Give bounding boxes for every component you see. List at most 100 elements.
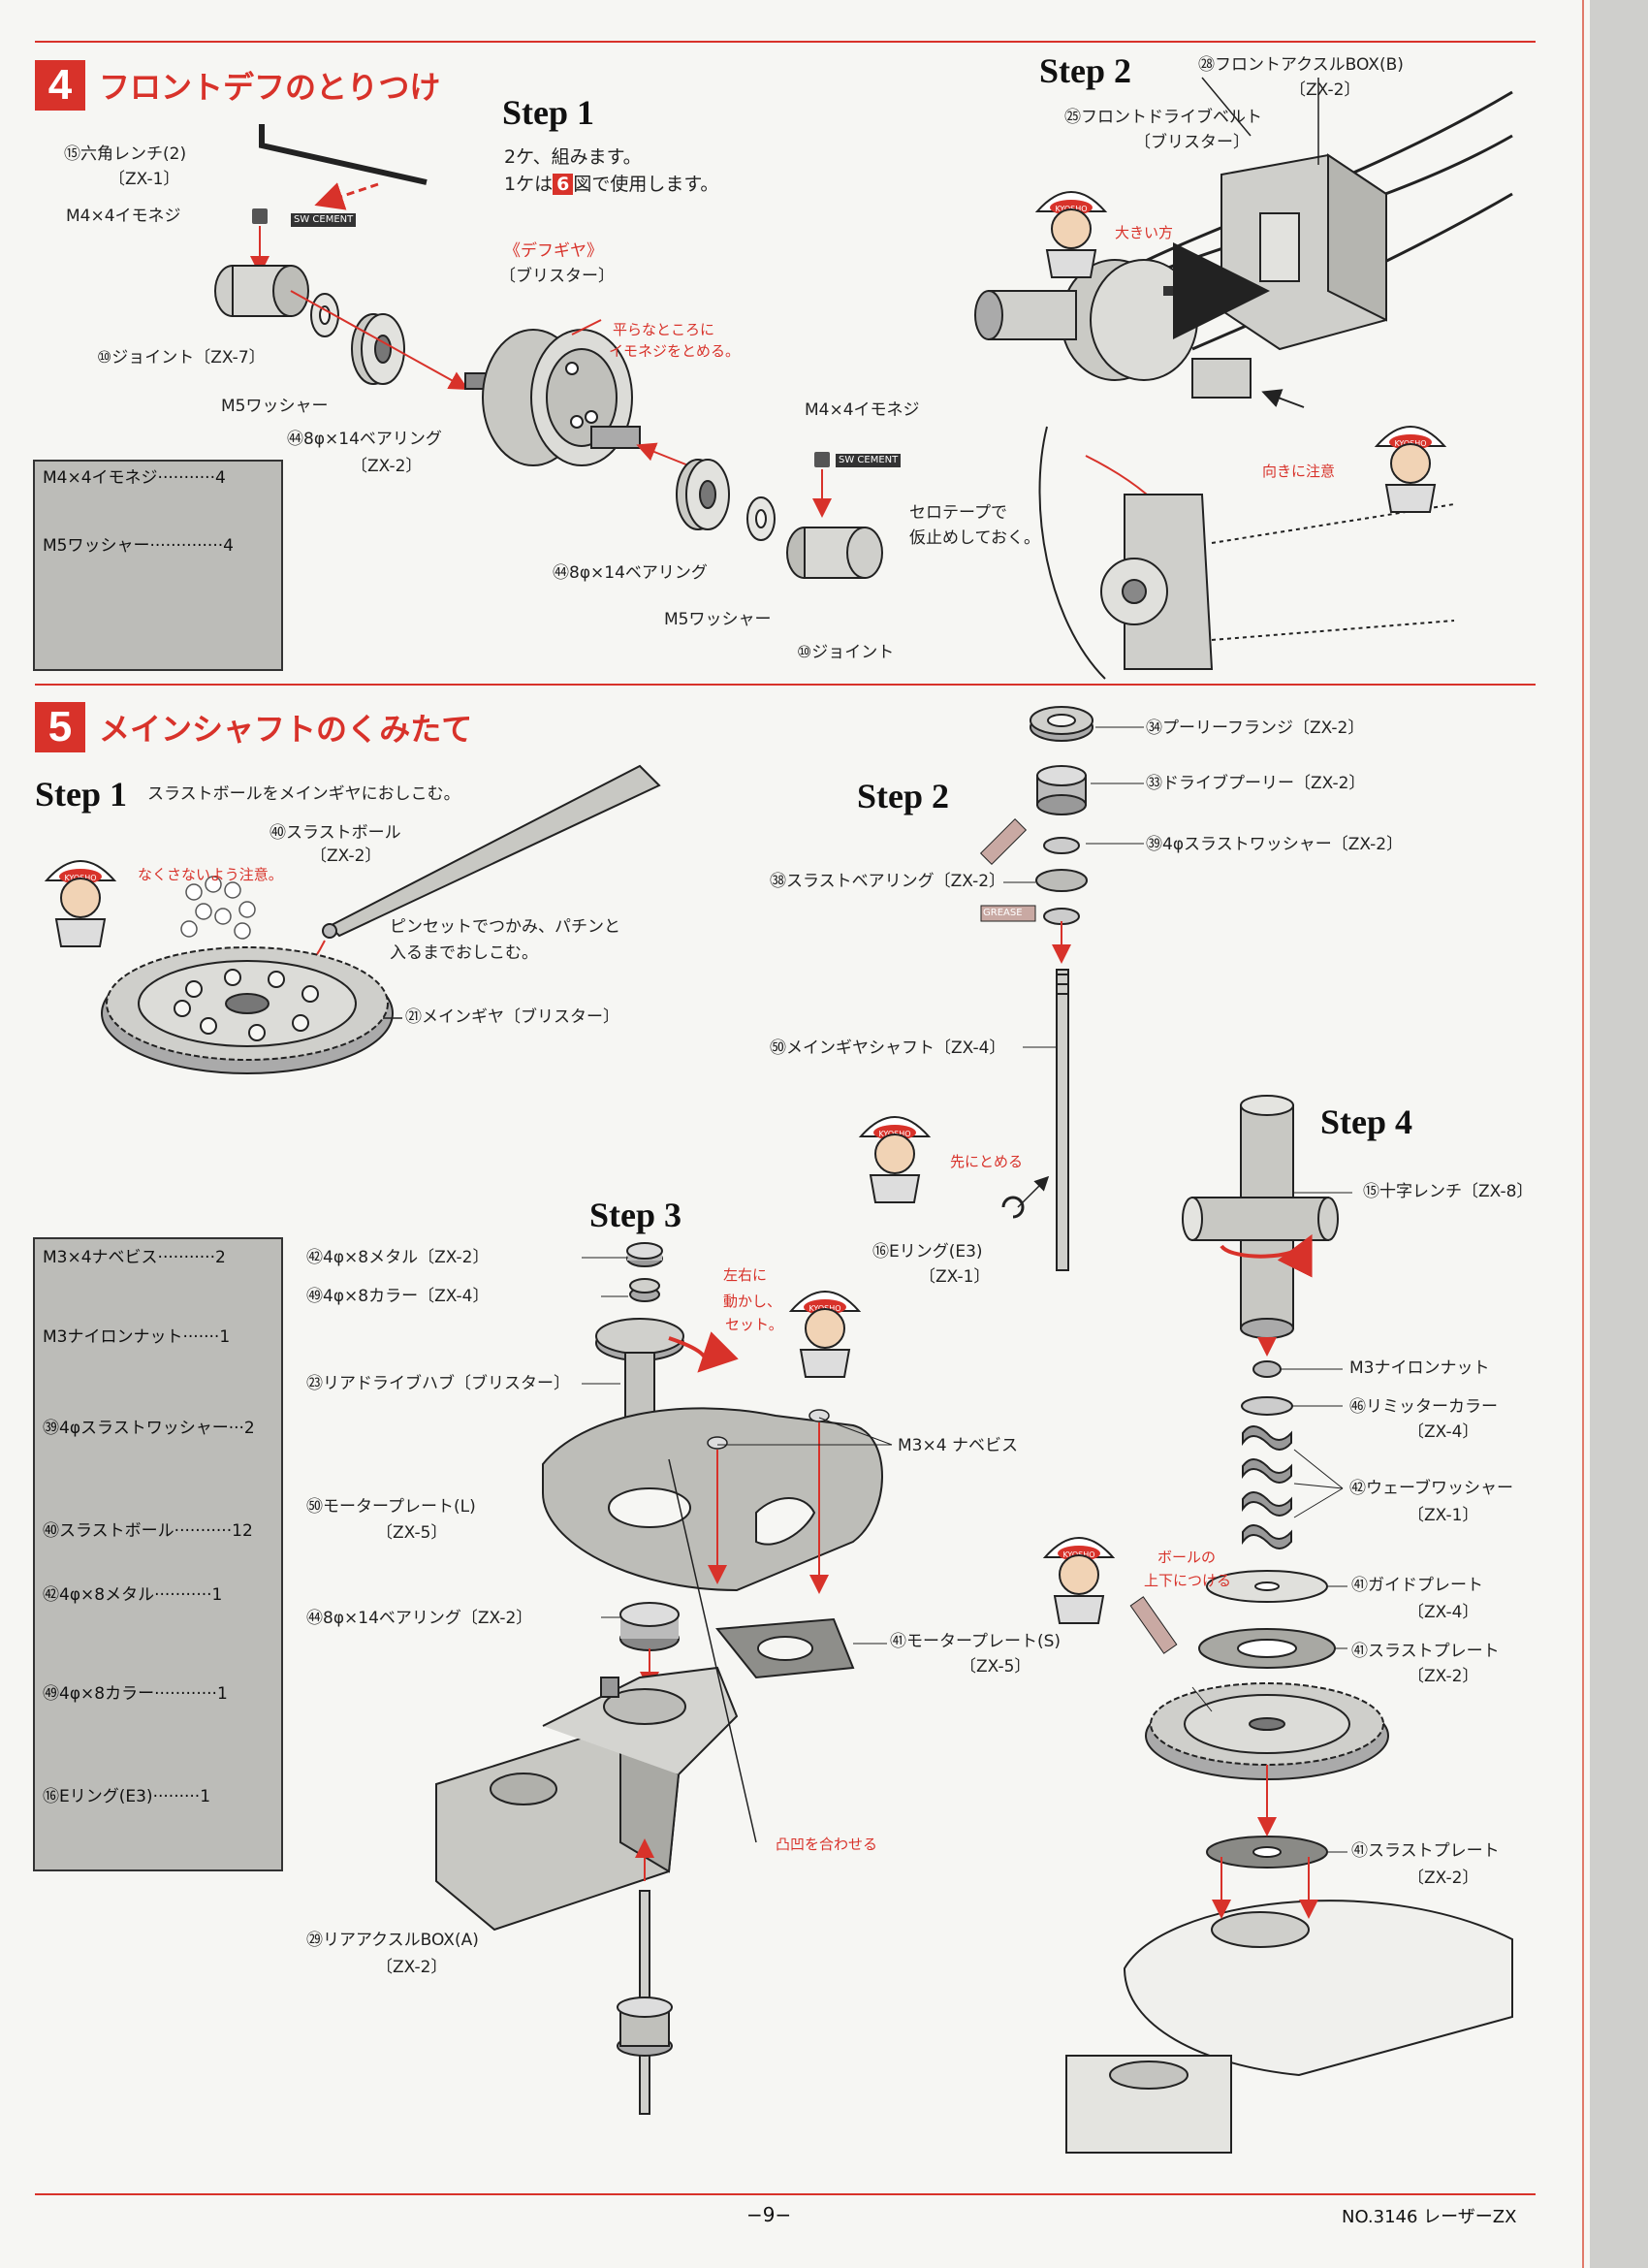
- mascot-step2b: KYOSHO: [1367, 407, 1454, 518]
- joint-a-drawing: [214, 265, 309, 317]
- label-motor-plate-l-code: 〔ZX-5〕: [376, 1523, 448, 1543]
- note-flat-2: イモネジをとめる。: [609, 342, 741, 360]
- label-guide-plate-code: 〔ZX-4〕: [1408, 1603, 1479, 1622]
- motor-plate-s-drawing: [715, 1617, 855, 1679]
- label-front-axle-box: ㉘フロントアクスルBOX(B): [1198, 55, 1404, 75]
- section5-step4-heading: Step 4: [1320, 1102, 1413, 1141]
- label-metal: ㊷4φ×8メタル〔ZX-2〕: [306, 1248, 490, 1267]
- label-hex-wrench: ⑮六角レンチ(2): [64, 144, 187, 164]
- label-thrust-plate-b-code: 〔ZX-2〕: [1408, 1869, 1479, 1888]
- label-wave-washer: ㊷ウェーブワッシャー: [1349, 1479, 1513, 1498]
- label-main-gear: ㉑メインギヤ〔ブリスター〕: [405, 1007, 619, 1027]
- label-bearing-step3: ㊹8φ×14ベアリング〔ZX-2〕: [306, 1609, 533, 1628]
- section5-title-text: メインシャフトのくみたて: [99, 711, 473, 748]
- parts5-row-6: ⑯Eリング(E3)·········1: [43, 1787, 211, 1806]
- scan-edge: [1590, 0, 1648, 2268]
- section5-step3-heading: Step 3: [589, 1196, 682, 1234]
- parts5-row-4: ㊷4φ×8メタル···········1: [43, 1585, 223, 1605]
- mascot-figure-icon: KYOSHO: [1042, 1537, 1116, 1624]
- sw-cement-tag-b: SW CEMENT: [836, 454, 902, 467]
- label-pulley-flange: ㉞プーリーフランジ〔ZX-2〕: [1146, 719, 1365, 738]
- label-wave-washer-code: 〔ZX-1〕: [1408, 1506, 1479, 1525]
- note-ball-2: 上下につける: [1144, 1572, 1232, 1589]
- mascot-s5-step1: KYOSHO: [37, 842, 124, 952]
- washer-a-drawing: [310, 293, 339, 337]
- section4-step2-heading: Step 2: [1039, 51, 1132, 90]
- label-nylon-nut: M3ナイロンナット: [1349, 1358, 1490, 1378]
- label-e-ring: ⑯Eリング(E3): [872, 1242, 983, 1262]
- label-collar: ㊾4φ×8カラー〔ZX-4〕: [306, 1287, 490, 1306]
- label-setscrew-a: M4×4イモネジ: [66, 207, 181, 226]
- setscrew-b: [814, 452, 830, 467]
- mascot-figure-icon: KYOSHO: [788, 1291, 862, 1378]
- label-front-axle-box-code: 〔ZX-2〕: [1289, 80, 1361, 100]
- label-thrust-washer: ㊴4φスラストワッシャー〔ZX-2〕: [1146, 835, 1404, 854]
- label-bearing-b: ㊹8φ×14ベアリング: [553, 563, 708, 583]
- parts4-row-1: M5ワッシャー··············4: [43, 536, 234, 556]
- model-number: NO.3146 レーザーZX: [1342, 2207, 1517, 2227]
- label-drive-pulley: ㉝ドライブプーリー〔ZX-2〕: [1146, 774, 1366, 793]
- label-thrust-plate-a: ㊶スラストプレート: [1351, 1642, 1500, 1661]
- note-move-1: 左右に: [723, 1266, 768, 1284]
- grease-tag-step4: [1129, 1596, 1178, 1654]
- hex-wrench-drawing: [259, 124, 428, 185]
- bearing-b-drawing: [676, 459, 730, 530]
- label-thrust-plate-b: ㊶スラストプレート: [1351, 1841, 1500, 1861]
- mascot-step2a: KYOSHO: [1028, 173, 1115, 283]
- washer-b-drawing: [746, 496, 776, 541]
- drive-shaft-step3-drawing: [617, 1890, 673, 2115]
- label-diff-gear: 《デフギヤ》: [504, 241, 603, 261]
- note-direction: 向きに注意: [1262, 463, 1336, 480]
- main-gear-drawing: [101, 946, 394, 1074]
- label-screw: M3×4 ナベビス: [898, 1436, 1018, 1455]
- sw-cement-tag-a: SW CEMENT: [291, 213, 357, 227]
- mascot-s5-step3: KYOSHO: [781, 1272, 869, 1383]
- label-motor-plate-s: ㊶モータープレート(S): [890, 1632, 1062, 1651]
- mascot-figure-icon: KYOSHO: [1034, 191, 1108, 278]
- grease-tag-text: GREASE: [983, 908, 1023, 918]
- label-front-belt: ㉕フロントドライブベルト: [1064, 108, 1262, 127]
- pulley-stack-drawing: [1030, 706, 1093, 925]
- bottom-rule: [35, 2193, 1536, 2195]
- parts5-row-1: M3ナイロンナット·······1: [43, 1327, 231, 1347]
- setscrew-a: [252, 208, 268, 224]
- label-diff-gear-pack: 〔ブリスター〕: [499, 267, 615, 286]
- label-front-belt-pack: 〔ブリスター〕: [1134, 133, 1250, 152]
- mascot-figure-icon: KYOSHO: [44, 860, 117, 947]
- grease-tags-step2: [979, 817, 1036, 922]
- label-main-gear-shaft: ㊿メインギヤシャフト〔ZX-4〕: [770, 1038, 1006, 1058]
- assembly-illustrations: [79, 77, 1513, 2154]
- section4-step1-desc1: 2ケ、組みます。: [504, 146, 642, 168]
- parts5-row-3: ㊵スラストボール···········12: [43, 1521, 253, 1541]
- section-divider: [35, 684, 1536, 686]
- mascot-s5-step2: KYOSHO: [851, 1098, 938, 1208]
- label-rear-hub: ㉓リアドライブハブ〔ブリスター〕: [306, 1374, 570, 1393]
- thrust-balls-drawing: [180, 876, 256, 940]
- label-tape-2: 仮止めしておく。: [909, 528, 1040, 548]
- note-move-3: セット。: [725, 1316, 783, 1333]
- label-tape-1: セロテープで: [909, 503, 1007, 523]
- parts5-row-5: ㊾4φ×8カラー············1: [43, 1684, 228, 1704]
- label-tweezer-2: 入るまでおしこむ。: [390, 943, 538, 963]
- parts5-row-0: M3×4ナベビス···········2: [43, 1248, 226, 1267]
- section5-number: 5: [35, 702, 85, 752]
- main-gear-shaft-drawing: [1056, 969, 1069, 1271]
- section4-title-text: フロントデフのとりつけ: [99, 69, 441, 106]
- label-bearing-a: ㊹8φ×14ベアリング: [287, 430, 442, 449]
- section5-step1-heading: Step 1: [35, 775, 128, 814]
- label-limiter-collar: ㊻リミッターカラー: [1349, 1397, 1498, 1417]
- section5-parts-box: M3×4ナベビス···········2 M3ナイロンナット·······1 ㊴…: [33, 1237, 283, 1871]
- step4-base-drawing: [1065, 1900, 1513, 2154]
- joint-b-drawing: [786, 527, 883, 579]
- section5-step1-desc: スラストボールをメインギヤにおしこむ。: [147, 784, 460, 804]
- bearing-step3-drawing: [619, 1602, 680, 1651]
- label-bearing-a-code: 〔ZX-2〕: [351, 457, 423, 476]
- label-thrust-ball: ㊵スラストボール: [269, 823, 401, 843]
- mascot-figure-icon: KYOSHO: [1374, 426, 1447, 513]
- note-flat-1: 平らなところに: [613, 321, 715, 338]
- rear-axle-box-drawing: [435, 1666, 739, 1932]
- mascot-s5-step4: KYOSHO: [1035, 1518, 1123, 1629]
- section4-step1-heading: Step 1: [502, 93, 595, 132]
- note-first: 先にとめる: [950, 1153, 1024, 1170]
